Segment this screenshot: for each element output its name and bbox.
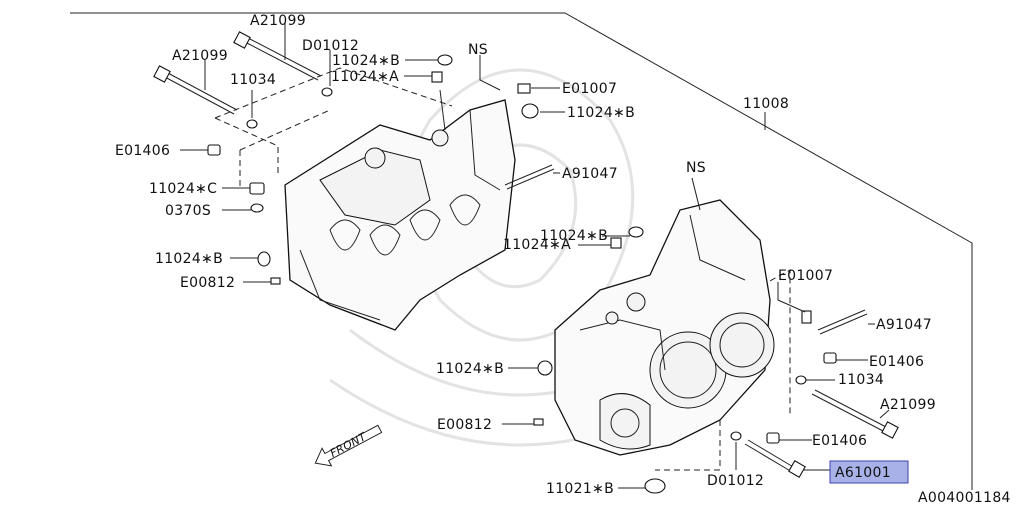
plug-11024c-left[interactable] (249, 182, 265, 195)
plug-11024b-top-left[interactable] (437, 54, 453, 66)
catalog-reference: A004001184 (918, 490, 1011, 506)
plug-11024b-side-right[interactable] (537, 360, 553, 376)
label-e01406-left[interactable]: E01406 (115, 143, 170, 159)
left-crankcase-half[interactable] (214, 67, 516, 331)
label-11021b-right[interactable]: 11021∗B (546, 481, 614, 497)
label-11024b-low-left[interactable]: 11024∗B (155, 251, 223, 267)
bolt-a61001[interactable] (744, 439, 806, 478)
plug-11024b-low-left[interactable] (257, 251, 271, 267)
label-11024a-left[interactable]: 11024∗A (331, 69, 399, 85)
label-a21099-top-left[interactable]: A21099 (250, 13, 306, 29)
left-bolt-a21099-mid[interactable] (153, 65, 238, 115)
label-11024b-right[interactable]: 11024∗B (540, 228, 608, 244)
plug-11024b-right[interactable] (628, 226, 644, 238)
front-label: FRONT (328, 430, 369, 460)
label-11024c-left[interactable]: 11024∗C (149, 181, 217, 197)
label-e01007-left[interactable]: E01007 (562, 81, 617, 97)
label-ns-left: NS (468, 42, 488, 58)
plug-11024a-left[interactable] (431, 71, 443, 83)
label-11034-right[interactable]: 11034 (838, 372, 884, 388)
pin-e01007-right[interactable] (801, 310, 812, 324)
dowel-e01406-left[interactable] (207, 144, 221, 156)
label-e00812-right[interactable]: E00812 (437, 417, 492, 433)
washer-d01012-right[interactable] (730, 431, 742, 441)
dowel-e01406-right-b[interactable] (766, 432, 780, 444)
label-a91047-left[interactable]: A91047 (562, 166, 618, 182)
stud-a91047-left[interactable] (504, 164, 555, 190)
pin-e00812-left[interactable] (270, 277, 281, 285)
label-e00812-left[interactable]: E00812 (180, 275, 235, 291)
label-11024a-right[interactable]: 11024∗A (503, 237, 571, 253)
label-11034-left[interactable]: 11034 (230, 72, 276, 88)
gasket-0370s-left[interactable] (250, 203, 264, 213)
label-11024b-side-right[interactable]: 11024∗B (436, 361, 504, 377)
front-direction-arrow: FRONT (314, 424, 383, 467)
label-e01406-right-a[interactable]: E01406 (869, 354, 924, 370)
label-11024b-right-left[interactable]: 11024∗B (567, 105, 635, 121)
label-e01007-right[interactable]: E01007 (778, 268, 833, 284)
pin-e01007-left[interactable] (517, 83, 531, 94)
label-ns-right: NS (686, 160, 706, 176)
label-a21099-mid-left[interactable]: A21099 (172, 48, 228, 64)
label-d01012-right[interactable]: D01012 (707, 473, 764, 489)
plug-11021b-right[interactable] (644, 478, 666, 494)
label-a61001[interactable]: A61001 (835, 465, 891, 481)
dowel-e01406-right-a[interactable] (823, 352, 837, 364)
assembly-number-label[interactable]: 11008 (743, 96, 789, 112)
label-a91047-right[interactable]: A91047 (876, 317, 932, 333)
washer-11034-right[interactable] (795, 375, 807, 385)
right-crankcase-half[interactable] (554, 199, 791, 471)
washer-11034-left[interactable] (246, 119, 258, 129)
label-a21099-right[interactable]: A21099 (880, 397, 936, 413)
label-0370s-left[interactable]: 0370S (165, 203, 211, 219)
plug-11024a-right[interactable] (610, 237, 622, 249)
label-11024b-top-left[interactable]: 11024∗B (332, 53, 400, 69)
stud-a91047-right[interactable] (817, 309, 868, 335)
highlight-box-a61001[interactable] (829, 460, 909, 484)
label-d01012-left[interactable]: D01012 (302, 38, 359, 54)
washer-d01012-left[interactable] (321, 87, 333, 97)
plug-11024b-right-left[interactable] (521, 103, 539, 119)
bolt-a21099-right[interactable] (811, 389, 899, 439)
label-e01406-right-b[interactable]: E01406 (812, 433, 867, 449)
assembly-frame: 11008 A004001184 (70, 12, 1011, 506)
pin-e00812-right[interactable] (533, 418, 544, 426)
